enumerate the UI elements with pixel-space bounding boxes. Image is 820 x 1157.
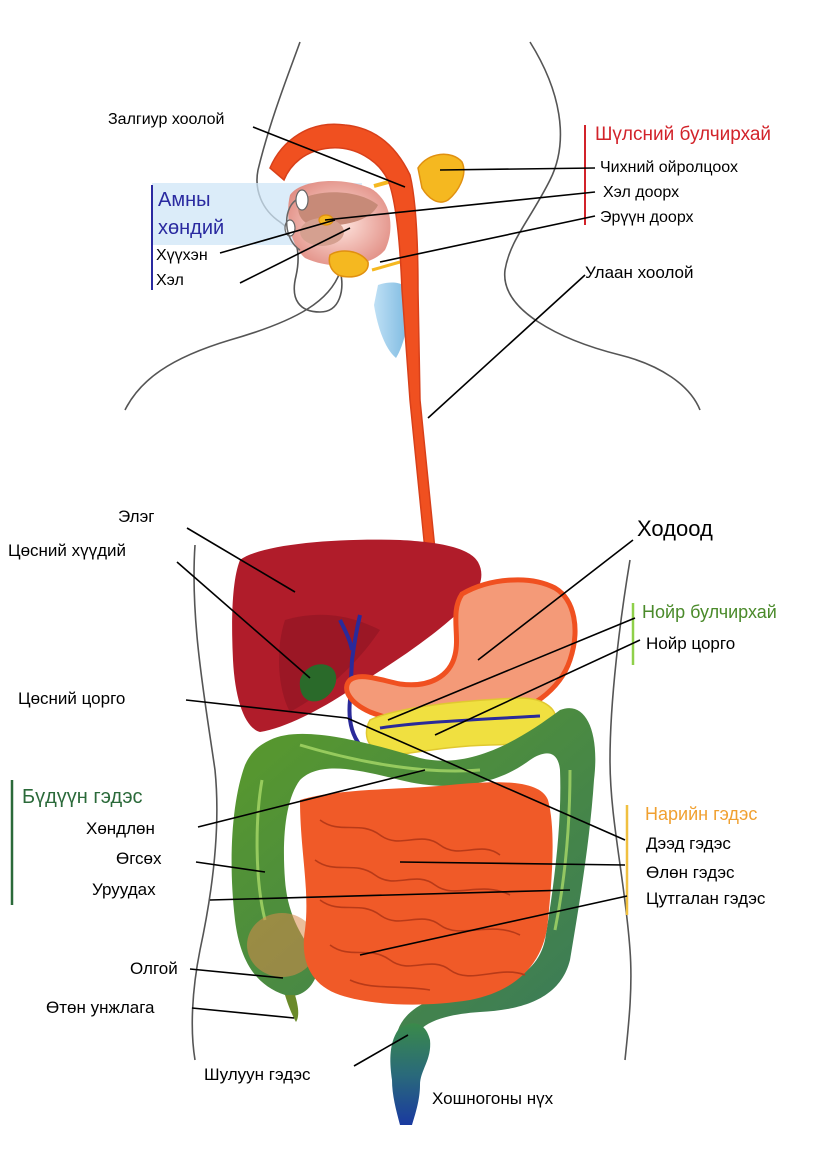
trachea-shape — [374, 282, 410, 358]
label-ileum: Цутгалан гэдэс — [646, 889, 766, 908]
label-cecum: Олгой — [130, 959, 178, 978]
label-stomach: Ходоод — [637, 516, 713, 541]
label-descending-colon: Уруудах — [92, 880, 156, 899]
label-gallbladder: Цөсний хүүдий — [8, 541, 126, 560]
label-tongue: Хэл — [156, 272, 184, 289]
label-oral-cavity-line2: хөндий — [158, 217, 224, 239]
gallbladder-shape — [299, 664, 337, 702]
label-palate: Хүүхэн — [156, 247, 208, 264]
label-rectum: Шулуун гэдэс — [204, 1065, 311, 1084]
label-esophagus: Улаан хоолой — [585, 263, 694, 282]
label-sublingual: Хэл доорх — [603, 184, 679, 201]
label-pharynx: Залгиур хоолой — [108, 111, 224, 128]
appendix-shape — [285, 995, 299, 1022]
labels: Залгиур хоолой Шүлсний булчирхай Чихний … — [8, 111, 777, 1108]
leader-lines — [176, 126, 641, 1067]
label-duodenum: Дээд гэдэс — [646, 834, 731, 853]
label-pancreas: Нойр булчирхай — [642, 602, 777, 622]
label-bile-duct: Цөсний цорго — [18, 689, 125, 708]
label-small-intestine: Нарийн гэдэс — [645, 804, 757, 824]
label-submandibular: Эрүүн доорх — [600, 209, 694, 226]
label-pancreatic-duct: Нойр цорго — [646, 634, 735, 653]
label-oral-cavity-line1: Амны — [158, 189, 211, 211]
label-jejunum: Өлөн гэдэс — [646, 863, 735, 882]
cecum-shape — [247, 913, 317, 977]
label-appendix: Өтөн унжлага — [46, 998, 155, 1017]
label-transverse-colon: Хөндлөн — [86, 819, 155, 838]
palate-shape — [300, 218, 344, 246]
label-anus: Хошногоны нүх — [432, 1089, 554, 1108]
small-intestine-folds — [314, 819, 526, 991]
body-outline — [124, 41, 701, 1061]
label-liver: Элэг — [118, 507, 154, 526]
rectum-shape — [390, 1023, 431, 1125]
label-salivary-glands: Шүлсний булчирхай — [595, 124, 771, 145]
label-parotid: Чихний ойролцоох — [600, 159, 738, 176]
label-ascending-colon: Өгсөх — [116, 849, 162, 868]
label-large-intestine: Бүдүүн гэдэс — [22, 786, 143, 808]
